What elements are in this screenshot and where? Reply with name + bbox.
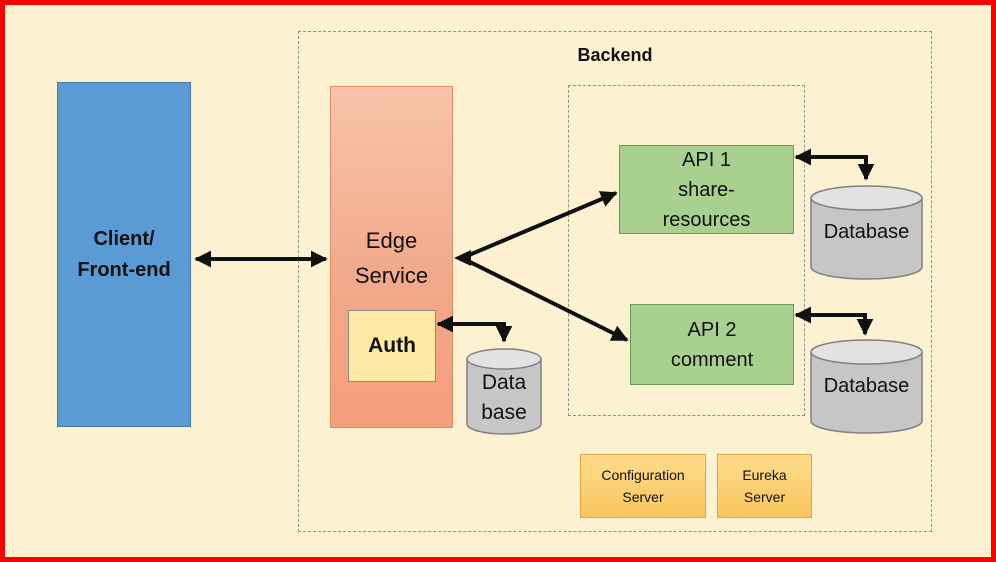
edge-database-label: Data base	[481, 371, 527, 424]
api2-database-label: Database	[823, 375, 910, 397]
edge-database-cylinder: Data base	[466, 348, 542, 436]
client-frontend-node: Client/ Front-end	[57, 82, 191, 427]
client-frontend-label: Client/ Front-end	[77, 227, 171, 281]
eureka-server-node: Eureka Server	[717, 454, 812, 518]
api1-label: API 1 share- resources	[662, 148, 751, 231]
eureka-server-label: Eureka Server	[742, 467, 787, 505]
backend-group-box	[298, 31, 932, 532]
edge-service-label: Edge Service	[354, 228, 429, 288]
database-cylinder-icon	[810, 185, 923, 280]
auth-label: Auth	[368, 334, 416, 357]
edge-service-node: Edge Service Auth	[330, 86, 453, 428]
auth-node: Auth	[348, 310, 436, 382]
api2-node: API 2 comment	[630, 304, 794, 385]
configuration-server-node: Configuration Server	[580, 454, 706, 518]
database-cylinder-icon	[810, 339, 923, 434]
database-cylinder-icon	[466, 348, 542, 435]
api1-node: API 1 share- resources	[619, 145, 794, 234]
api2-database-cylinder: Database	[810, 339, 923, 434]
api1-database-cylinder: Database	[810, 185, 923, 280]
backend-group-title: Backend	[577, 45, 653, 65]
configuration-server-label: Configuration Server	[601, 467, 685, 505]
api1-database-label: Database	[823, 221, 910, 243]
api2-label: API 2 comment	[670, 318, 754, 371]
